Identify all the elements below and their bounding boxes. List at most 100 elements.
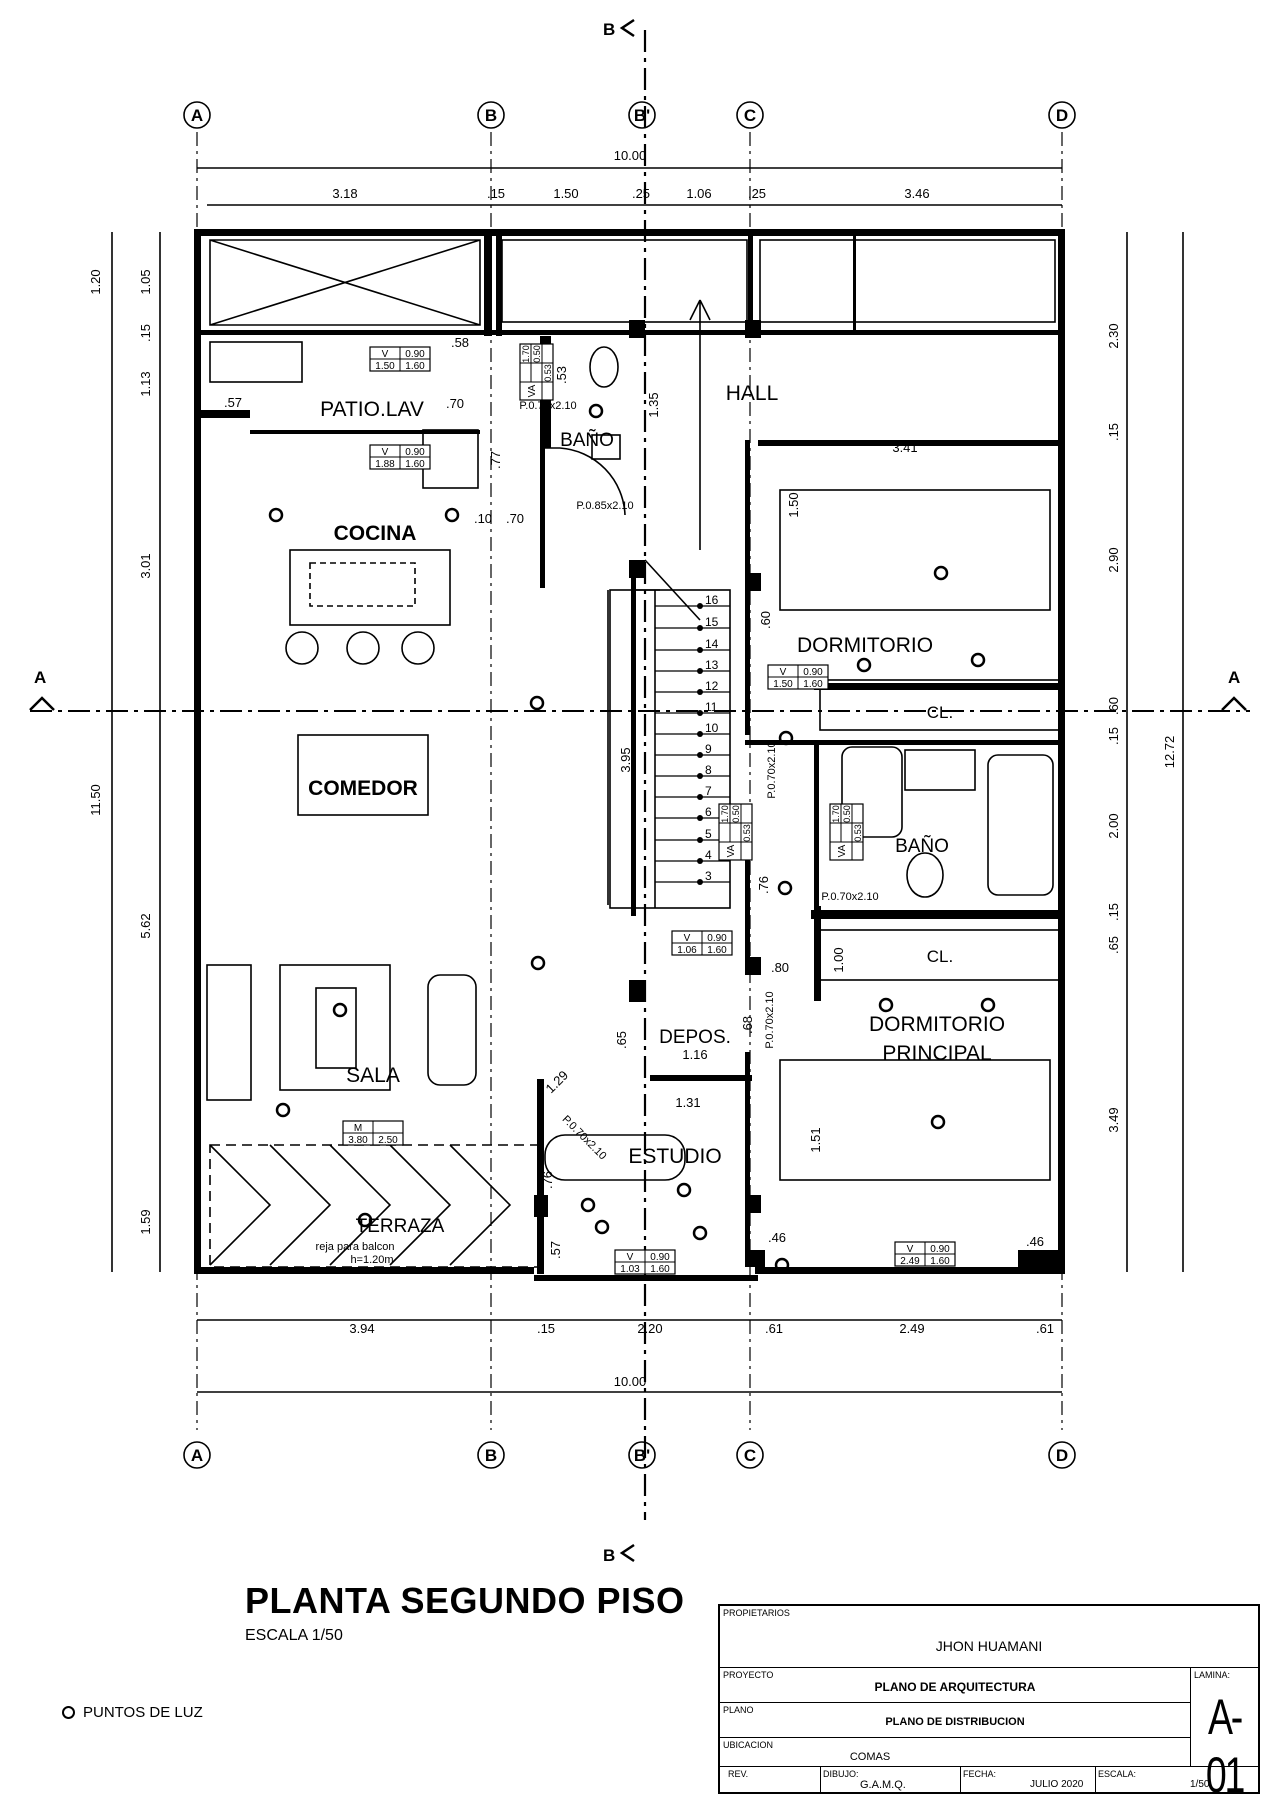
dim-int-14: .70 bbox=[446, 396, 464, 411]
dim-top-6: 3.46 bbox=[904, 186, 929, 201]
legend-label: PUNTOS DE LUZ bbox=[83, 1704, 203, 1721]
tb-rev-label: REV. bbox=[728, 1769, 749, 1779]
room-closet-1: CL. bbox=[927, 703, 953, 722]
svg-text:V: V bbox=[907, 1244, 914, 1255]
dim-int-11: .46 bbox=[1026, 1234, 1044, 1249]
svg-text:2.49: 2.49 bbox=[900, 1256, 920, 1267]
dim-top-total: 10.00 bbox=[614, 148, 647, 163]
svg-text:1.60: 1.60 bbox=[405, 361, 425, 372]
svg-text:VA: VA bbox=[837, 844, 848, 857]
stair-step-label: 6 bbox=[705, 805, 712, 819]
stair-node bbox=[697, 794, 703, 800]
light-point-icon bbox=[62, 1706, 75, 1719]
stair-node bbox=[697, 858, 703, 864]
dim-top-2: 1.50 bbox=[553, 186, 578, 201]
door-tag-1: P.0.85x2.10 bbox=[576, 500, 633, 512]
stair-node bbox=[697, 625, 703, 631]
stair-node bbox=[697, 603, 703, 609]
door-tag-4: P.0.70x2.10 bbox=[764, 991, 776, 1048]
svg-text:M: M bbox=[354, 1123, 362, 1134]
light-point bbox=[594, 1219, 610, 1235]
room-dormitorio-principal-2: PRINCIPAL bbox=[882, 1042, 991, 1065]
dim-int-22: .57 bbox=[548, 1241, 563, 1259]
stair-node bbox=[697, 731, 703, 737]
stair-node bbox=[697, 752, 703, 758]
svg-text:1.60: 1.60 bbox=[930, 1256, 950, 1267]
svg-text:0.90: 0.90 bbox=[650, 1252, 670, 1263]
svg-text:1.60: 1.60 bbox=[707, 945, 727, 956]
dim-right-inner-3: .60 bbox=[1106, 697, 1121, 715]
dimension-lines bbox=[111, 167, 1184, 1393]
axis-label-c-top: C bbox=[744, 106, 756, 125]
tb-location: COMAS bbox=[849, 1751, 891, 1763]
svg-text:VA: VA bbox=[527, 384, 538, 397]
tb-plan-label: PLANO bbox=[723, 1705, 754, 1715]
section-b-top: B bbox=[603, 20, 615, 39]
dim-int-2: 3.95 bbox=[618, 747, 633, 772]
room-cocina: COCINA bbox=[334, 522, 417, 545]
room-closet-2: CL. bbox=[927, 947, 953, 966]
dim-int-24: .68 bbox=[740, 1016, 755, 1034]
svg-text:V: V bbox=[382, 349, 389, 360]
light-point bbox=[980, 997, 996, 1013]
stair-node bbox=[697, 837, 703, 843]
dim-int-1: 1.50 bbox=[786, 492, 801, 517]
svg-text:0.90: 0.90 bbox=[405, 349, 425, 360]
tb-plan: PLANO DE DISTRIBUCION bbox=[885, 1716, 1025, 1728]
axis-label-a-top: A bbox=[191, 106, 203, 125]
dim-bottom-4: 2.49 bbox=[899, 1321, 924, 1336]
door-tag-3: P.0.70x2.10 bbox=[821, 891, 878, 903]
stair-step-label: 8 bbox=[705, 763, 712, 777]
room-estudio: ESTUDIO bbox=[628, 1145, 721, 1168]
svg-text:V: V bbox=[627, 1252, 634, 1263]
tb-scale: 1/50 bbox=[1190, 1779, 1210, 1790]
room-bano-2: BAÑO bbox=[895, 835, 949, 857]
room-hall: HALL bbox=[726, 382, 779, 405]
stair-step-label: 13 bbox=[705, 658, 719, 672]
dim-int-20: .58 bbox=[451, 335, 469, 350]
stair-node bbox=[697, 710, 703, 716]
section-a-right: A bbox=[1228, 668, 1240, 687]
grid-axes bbox=[30, 30, 1250, 1520]
stair-step-label: 7 bbox=[705, 784, 712, 798]
svg-text:0.53: 0.53 bbox=[742, 824, 752, 842]
dim-left-inner-3: 3.01 bbox=[138, 553, 153, 578]
light-points bbox=[268, 403, 996, 1273]
dim-right-inner-5: 2.00 bbox=[1106, 813, 1121, 838]
dim-right-inner-8: 3.49 bbox=[1106, 1107, 1121, 1132]
svg-text:1.60: 1.60 bbox=[650, 1264, 670, 1275]
stair-node bbox=[697, 668, 703, 674]
stair-node bbox=[697, 773, 703, 779]
light-point bbox=[774, 1257, 790, 1273]
dim-left-inner-0: 1.05 bbox=[138, 269, 153, 294]
door-tag-0: P.0.70x2.10 bbox=[519, 400, 576, 412]
dim-right-outer: 12.72 bbox=[1162, 736, 1177, 769]
light-point bbox=[268, 507, 284, 523]
tb-sheet-label: LAMINA: bbox=[1194, 1670, 1231, 1680]
room-terraza: TERRAZA bbox=[356, 1216, 445, 1237]
dim-int-9: 1.51 bbox=[808, 1127, 823, 1152]
dim-top-5: .25 bbox=[748, 186, 766, 201]
dim-right-inner-1: .15 bbox=[1106, 423, 1121, 441]
dim-top-1: .15 bbox=[487, 186, 505, 201]
stair-step-label: 4 bbox=[705, 848, 712, 862]
dim-bottom-5: .61 bbox=[1036, 1321, 1054, 1336]
tb-drawn: G.A.M.Q. bbox=[860, 1779, 906, 1791]
room-comedor: COMEDOR bbox=[308, 777, 418, 800]
dim-int-7: 1.16 bbox=[682, 1047, 707, 1062]
dim-int-19: 1.35 bbox=[646, 392, 661, 417]
dim-int-15: .77 bbox=[488, 451, 503, 469]
dim-int-16: .10 bbox=[474, 511, 492, 526]
section-a-left: A bbox=[34, 668, 46, 687]
door-tag-5: P.0.70x2.10 bbox=[560, 1113, 609, 1162]
dim-int-17: .70 bbox=[506, 511, 524, 526]
svg-text:1.50: 1.50 bbox=[773, 679, 793, 690]
tb-project-row: PROYECTO PLANO DE ARQUITECTURA bbox=[720, 1668, 1190, 1703]
light-point bbox=[580, 1197, 596, 1213]
tb-owner-row: PROPIETARIOS JHON HUAMANI bbox=[720, 1606, 1258, 1668]
